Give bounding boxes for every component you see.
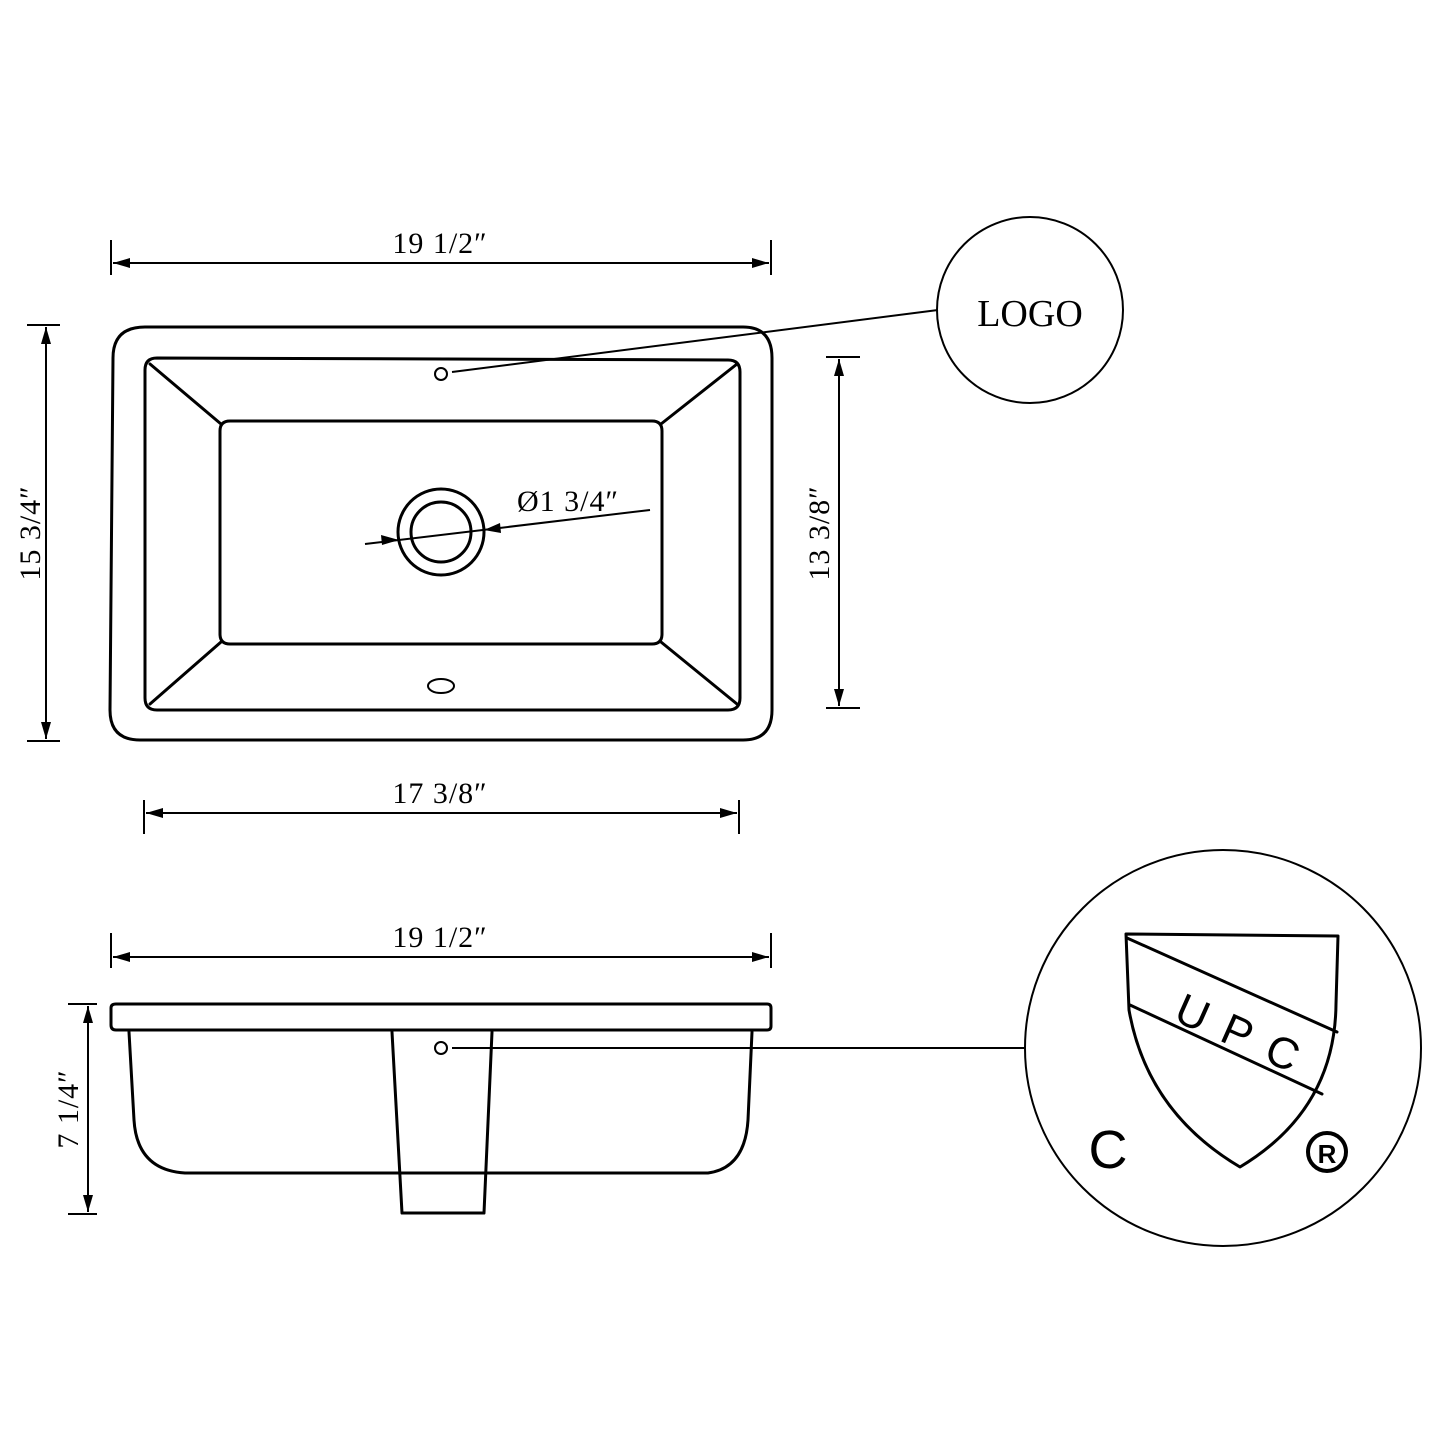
side-overflow-channel: [390, 1030, 494, 1215]
dim-bowl-depth: 13 3/8″: [803, 356, 860, 709]
dim-drain-diameter: Ø1 3/4″: [364, 485, 651, 545]
logo-callout: LOGO: [451, 216, 1124, 404]
dim-label-bowl-depth: 13 3/8″: [803, 485, 836, 580]
slope-line-top-left: [148, 362, 223, 426]
svg-text:U: U: [1168, 984, 1217, 1042]
sink-bowl-outline: [143, 356, 742, 712]
slope-line-top-right: [659, 362, 739, 426]
logo-leader-line: [451, 309, 939, 373]
dim-overall-depth: 15 3/4″: [14, 324, 60, 742]
registered-mark-icon: R: [1306, 1131, 1348, 1173]
side-rim: [109, 1002, 773, 1032]
dim-label-drain-diameter: Ø1 3/4″: [517, 485, 619, 518]
logo-callout-label: LOGO: [977, 293, 1083, 335]
dim-label-overall-depth: 15 3/4″: [14, 485, 47, 580]
dim-side-overall-width: 19 1/2″: [110, 921, 772, 968]
svg-text:C: C: [1258, 1024, 1307, 1082]
dim-bowl-width: 17 3/8″: [143, 777, 740, 834]
cert-callout-circle: [1024, 849, 1422, 1247]
dim-side-height: 7 1/4″: [52, 1003, 97, 1215]
cert-left-mark: C: [1089, 1120, 1128, 1180]
certification-callout: U P C C R: [452, 849, 1422, 1247]
sink-bowl-floor: [218, 419, 664, 646]
top-view: [108, 325, 774, 742]
dim-label-side-height: 7 1/4″: [52, 1069, 85, 1148]
svg-text:P: P: [1214, 1004, 1261, 1061]
upc-shield-icon: U P C: [1124, 932, 1340, 1169]
logo-location-dot: [434, 367, 448, 381]
slope-line-bottom-left: [148, 640, 223, 706]
side-view: [109, 1002, 773, 1215]
side-overflow-dot: [434, 1041, 448, 1055]
logo-callout-circle: [936, 216, 1124, 404]
dim-top-overall-width: 19 1/2″: [110, 227, 772, 275]
dim-label-top-width: 19 1/2″: [392, 227, 487, 260]
slope-line-bottom-right: [659, 640, 739, 706]
side-bowl: [127, 1030, 754, 1175]
drain-outer-circle: [396, 487, 486, 577]
svg-text:R: R: [1318, 1139, 1337, 1169]
dim-label-bowl-width: 17 3/8″: [392, 777, 487, 810]
dim-label-side-width: 19 1/2″: [392, 921, 487, 954]
sink-outer-rim: [108, 325, 774, 742]
overflow-hole: [427, 678, 455, 694]
